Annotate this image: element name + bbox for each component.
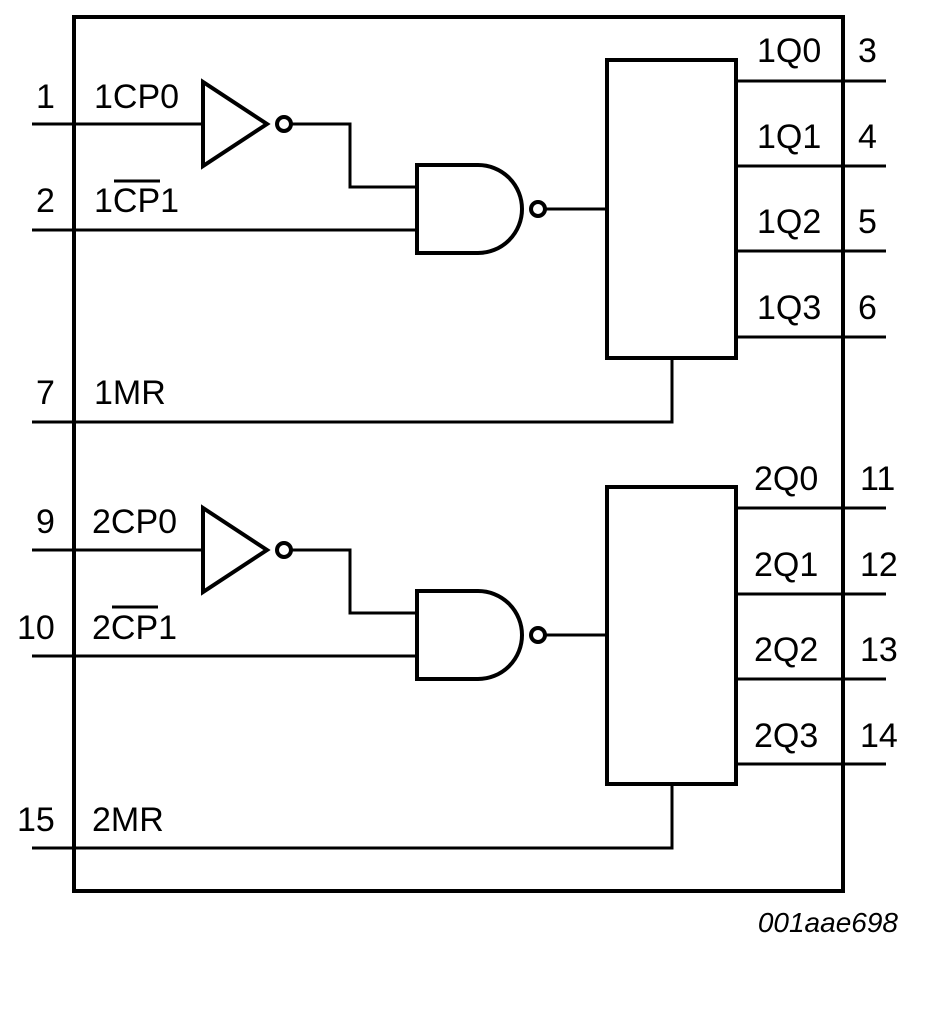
input-1mr-label: 1MR	[94, 374, 166, 412]
input-2cp0-label: 2CP0	[92, 503, 177, 541]
pin-12-number: 12	[860, 546, 898, 584]
pin-10-number: 10	[17, 609, 55, 647]
output-1q2-label: 1Q2	[757, 203, 821, 241]
counter-section-1: 1 1CP0 2 1CP1 1Q0 3 1Q1 4 1Q2 5 1Q3 6 7	[32, 32, 886, 424]
pin-7-number: 7	[36, 374, 55, 412]
pin-9-number: 9	[36, 503, 55, 541]
pin-15-wire	[32, 784, 674, 850]
pin-13-number: 13	[860, 631, 898, 669]
output-2q3-label: 2Q3	[754, 717, 818, 755]
package-outline	[72, 15, 845, 893]
inverter-2-bubble	[275, 541, 293, 559]
output-2q1-label: 2Q1	[754, 546, 818, 584]
output-1q3-label: 1Q3	[757, 289, 821, 327]
input-1cp1-label: 1CP1	[94, 182, 179, 220]
input-2cp1-label: 2CP1	[92, 609, 177, 647]
pin-3-number: 3	[858, 32, 877, 70]
pin-4-number: 4	[858, 118, 877, 156]
output-1q1-label: 1Q1	[757, 118, 821, 156]
nand-gate-2-bubble	[529, 626, 547, 644]
inverter-2-out-wire	[291, 548, 417, 615]
pin-1-number: 1	[36, 78, 55, 116]
nand-gate-1	[415, 163, 524, 255]
pin-7-wire	[32, 358, 674, 424]
pin-15-number: 15	[17, 801, 55, 839]
pin-6-number: 6	[858, 289, 877, 327]
pin-2-number: 2	[36, 182, 55, 220]
inverter-1	[201, 78, 271, 170]
pin-11-number: 11	[860, 460, 895, 498]
input-2mr-label: 2MR	[92, 801, 164, 839]
input-1cp0-label: 1CP0	[94, 78, 179, 116]
output-2q2-label: 2Q2	[754, 631, 818, 669]
output-1q0-label: 1Q0	[757, 32, 821, 70]
figure-reference: 001aae698	[758, 907, 899, 938]
counter-section-2: 9 2CP0 10 2CP1 2Q0 11 2Q1 12 2Q2 13 2Q3 …	[17, 460, 898, 850]
inverter-2	[201, 504, 271, 596]
counter-block-2	[605, 485, 738, 786]
nand-gate-2	[415, 589, 524, 681]
counter-block-1	[605, 58, 738, 360]
output-2q0-label: 2Q0	[754, 460, 818, 498]
inverter-1-out-wire	[291, 122, 417, 189]
pin-14-number: 14	[860, 717, 898, 755]
pin-5-number: 5	[858, 203, 877, 241]
nand-gate-1-bubble	[529, 200, 547, 218]
inverter-1-bubble	[275, 115, 293, 133]
